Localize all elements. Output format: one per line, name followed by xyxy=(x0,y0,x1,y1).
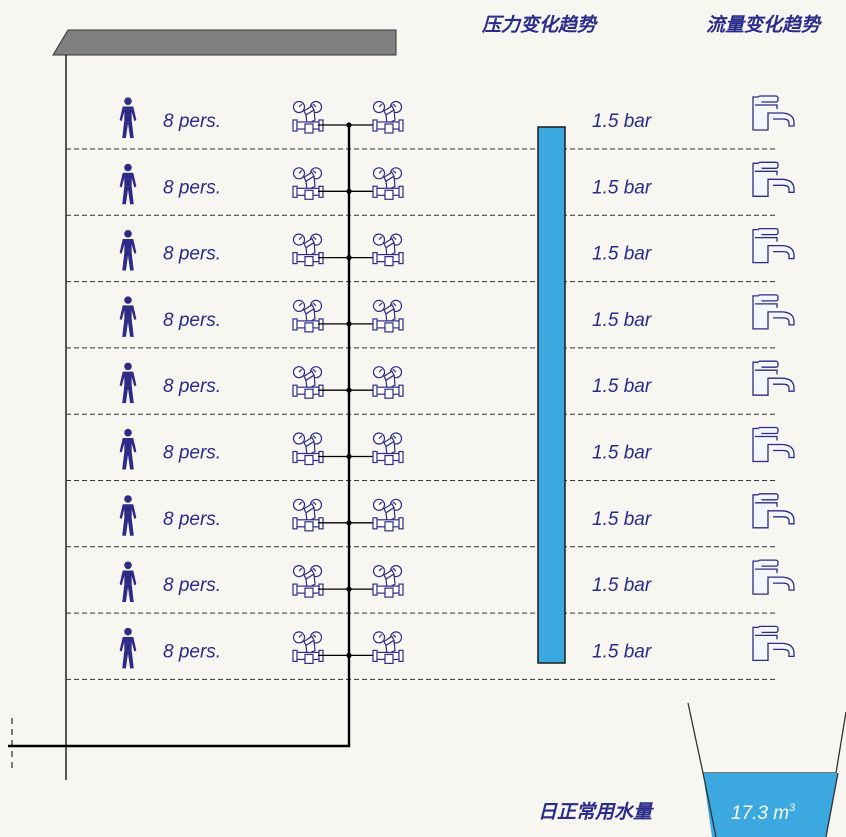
pressure-reducing-valve-icon xyxy=(292,100,324,134)
pressure-reducing-valve-icon xyxy=(372,432,404,466)
floor-row: 8 pers. 1.5 bar xyxy=(119,95,795,138)
occupancy-label: 8 pers. xyxy=(163,509,221,530)
pressure-reducing-valve-icon xyxy=(292,167,324,200)
person-icon xyxy=(119,561,137,603)
pressure-label: 1.5 bar xyxy=(592,177,652,198)
pressure-label: 1.5 bar xyxy=(592,111,652,132)
pressure-reducing-valve-icon xyxy=(292,233,324,267)
occupancy-label: 8 pers. xyxy=(163,443,221,464)
person-icon xyxy=(119,362,137,404)
person-icon xyxy=(119,627,137,669)
water-riser-pipe xyxy=(8,125,351,748)
pressure-reducing-valve-icon xyxy=(372,498,404,532)
pressure-trend-bar xyxy=(537,126,566,664)
pressure-label: 1.5 bar xyxy=(592,443,652,464)
daily-usage-value: 17.3 m3 xyxy=(731,802,796,824)
pressure-reducing-valve-icon xyxy=(292,631,324,665)
pipe-junction xyxy=(346,586,352,592)
pipe-junction xyxy=(346,453,352,460)
floor-row: 8 pers. 1.5 bar xyxy=(119,493,795,536)
faucet-icon xyxy=(752,294,795,330)
pressure-label: 1.5 bar xyxy=(592,575,652,596)
person-icon xyxy=(119,428,137,470)
floor-rows: 8 pers. 1.5 bar 8 pers. 1.5 bar 8 pers. 1.5 b… xyxy=(119,95,795,669)
person-icon xyxy=(119,163,137,205)
pressure-reducing-valve-icon xyxy=(292,564,324,598)
pressure-reducing-valve-icon xyxy=(372,366,404,399)
tank-water xyxy=(703,773,838,837)
faucet-icon xyxy=(752,426,795,463)
pipe-junction xyxy=(346,255,352,261)
occupancy-label: 8 pers. xyxy=(163,310,221,331)
floor-dividers xyxy=(66,148,776,680)
tank-outline xyxy=(687,702,846,774)
pressure-reducing-valve-icon xyxy=(372,299,404,333)
occupancy-label: 8 pers. xyxy=(163,641,221,662)
pressure-reducing-valve-icon xyxy=(372,631,404,665)
pressure-reducing-valve-icon xyxy=(292,366,324,399)
tank-right-edge xyxy=(825,772,839,837)
person-icon xyxy=(119,230,137,271)
occupancy-label: 8 pers. xyxy=(163,376,221,397)
pressure-label: 1.5 bar xyxy=(592,641,652,662)
floor-row: 8 pers. 1.5 bar xyxy=(119,360,795,404)
pressure-reducing-valve-icon xyxy=(372,564,404,598)
faucet-icon xyxy=(752,95,795,131)
floor-row: 8 pers. 1.5 bar xyxy=(119,161,795,205)
occupancy-label: 8 pers. xyxy=(163,177,221,198)
occupancy-label: 8 pers. xyxy=(163,111,221,132)
roof xyxy=(52,29,397,56)
faucet-icon xyxy=(752,493,795,529)
pressure-reducing-valve-icon xyxy=(292,299,324,333)
pipe-junction xyxy=(346,321,352,327)
floor-row: 8 pers. 1.5 bar xyxy=(119,294,795,337)
occupancy-label: 8 pers. xyxy=(163,244,221,265)
pressure-reducing-valve-icon xyxy=(372,100,404,134)
floor-row: 8 pers. 1.5 bar xyxy=(119,227,795,271)
floor-row: 8 pers. 1.5 bar xyxy=(119,559,795,603)
pressure-label: 1.5 bar xyxy=(592,244,652,265)
person-icon xyxy=(119,296,137,337)
pipe-junction xyxy=(346,122,352,128)
floor-row: 8 pers. 1.5 bar xyxy=(119,625,795,669)
pipe-junction xyxy=(346,387,352,393)
daily-usage-label: 日正常用水量 xyxy=(538,801,654,823)
faucet-icon xyxy=(752,227,795,264)
person-icon xyxy=(119,97,137,138)
pipe-junction xyxy=(346,520,352,526)
pressure-reducing-valve-icon xyxy=(292,432,324,466)
faucet-icon xyxy=(752,625,795,662)
pressure-reducing-valve-icon xyxy=(292,498,324,532)
faucet-icon xyxy=(752,161,795,197)
pressure-label: 1.5 bar xyxy=(592,509,652,530)
tank-left-edge xyxy=(702,772,717,837)
faucet-icon xyxy=(752,559,795,595)
faucet-icon xyxy=(752,360,795,396)
daily-usage-unit-superscript: 3 xyxy=(789,802,796,814)
flow-trend-header: 流量变化趋势 xyxy=(706,14,821,36)
occupancy-label: 8 pers. xyxy=(163,575,221,596)
pressure-label: 1.5 bar xyxy=(592,376,652,397)
pressure-label: 1.5 bar xyxy=(592,310,652,331)
person-icon xyxy=(119,495,137,536)
pipe-junction xyxy=(346,652,352,659)
pressure-reducing-valve-icon xyxy=(372,167,404,200)
daily-usage-number: 17.3 m xyxy=(731,803,789,824)
pressure-trend-header: 压力变化趋势 xyxy=(482,14,597,36)
pipe-junction xyxy=(346,188,352,194)
pressure-reducing-valve-icon xyxy=(372,233,404,267)
floor-row: 8 pers. 1.5 bar xyxy=(119,426,795,470)
